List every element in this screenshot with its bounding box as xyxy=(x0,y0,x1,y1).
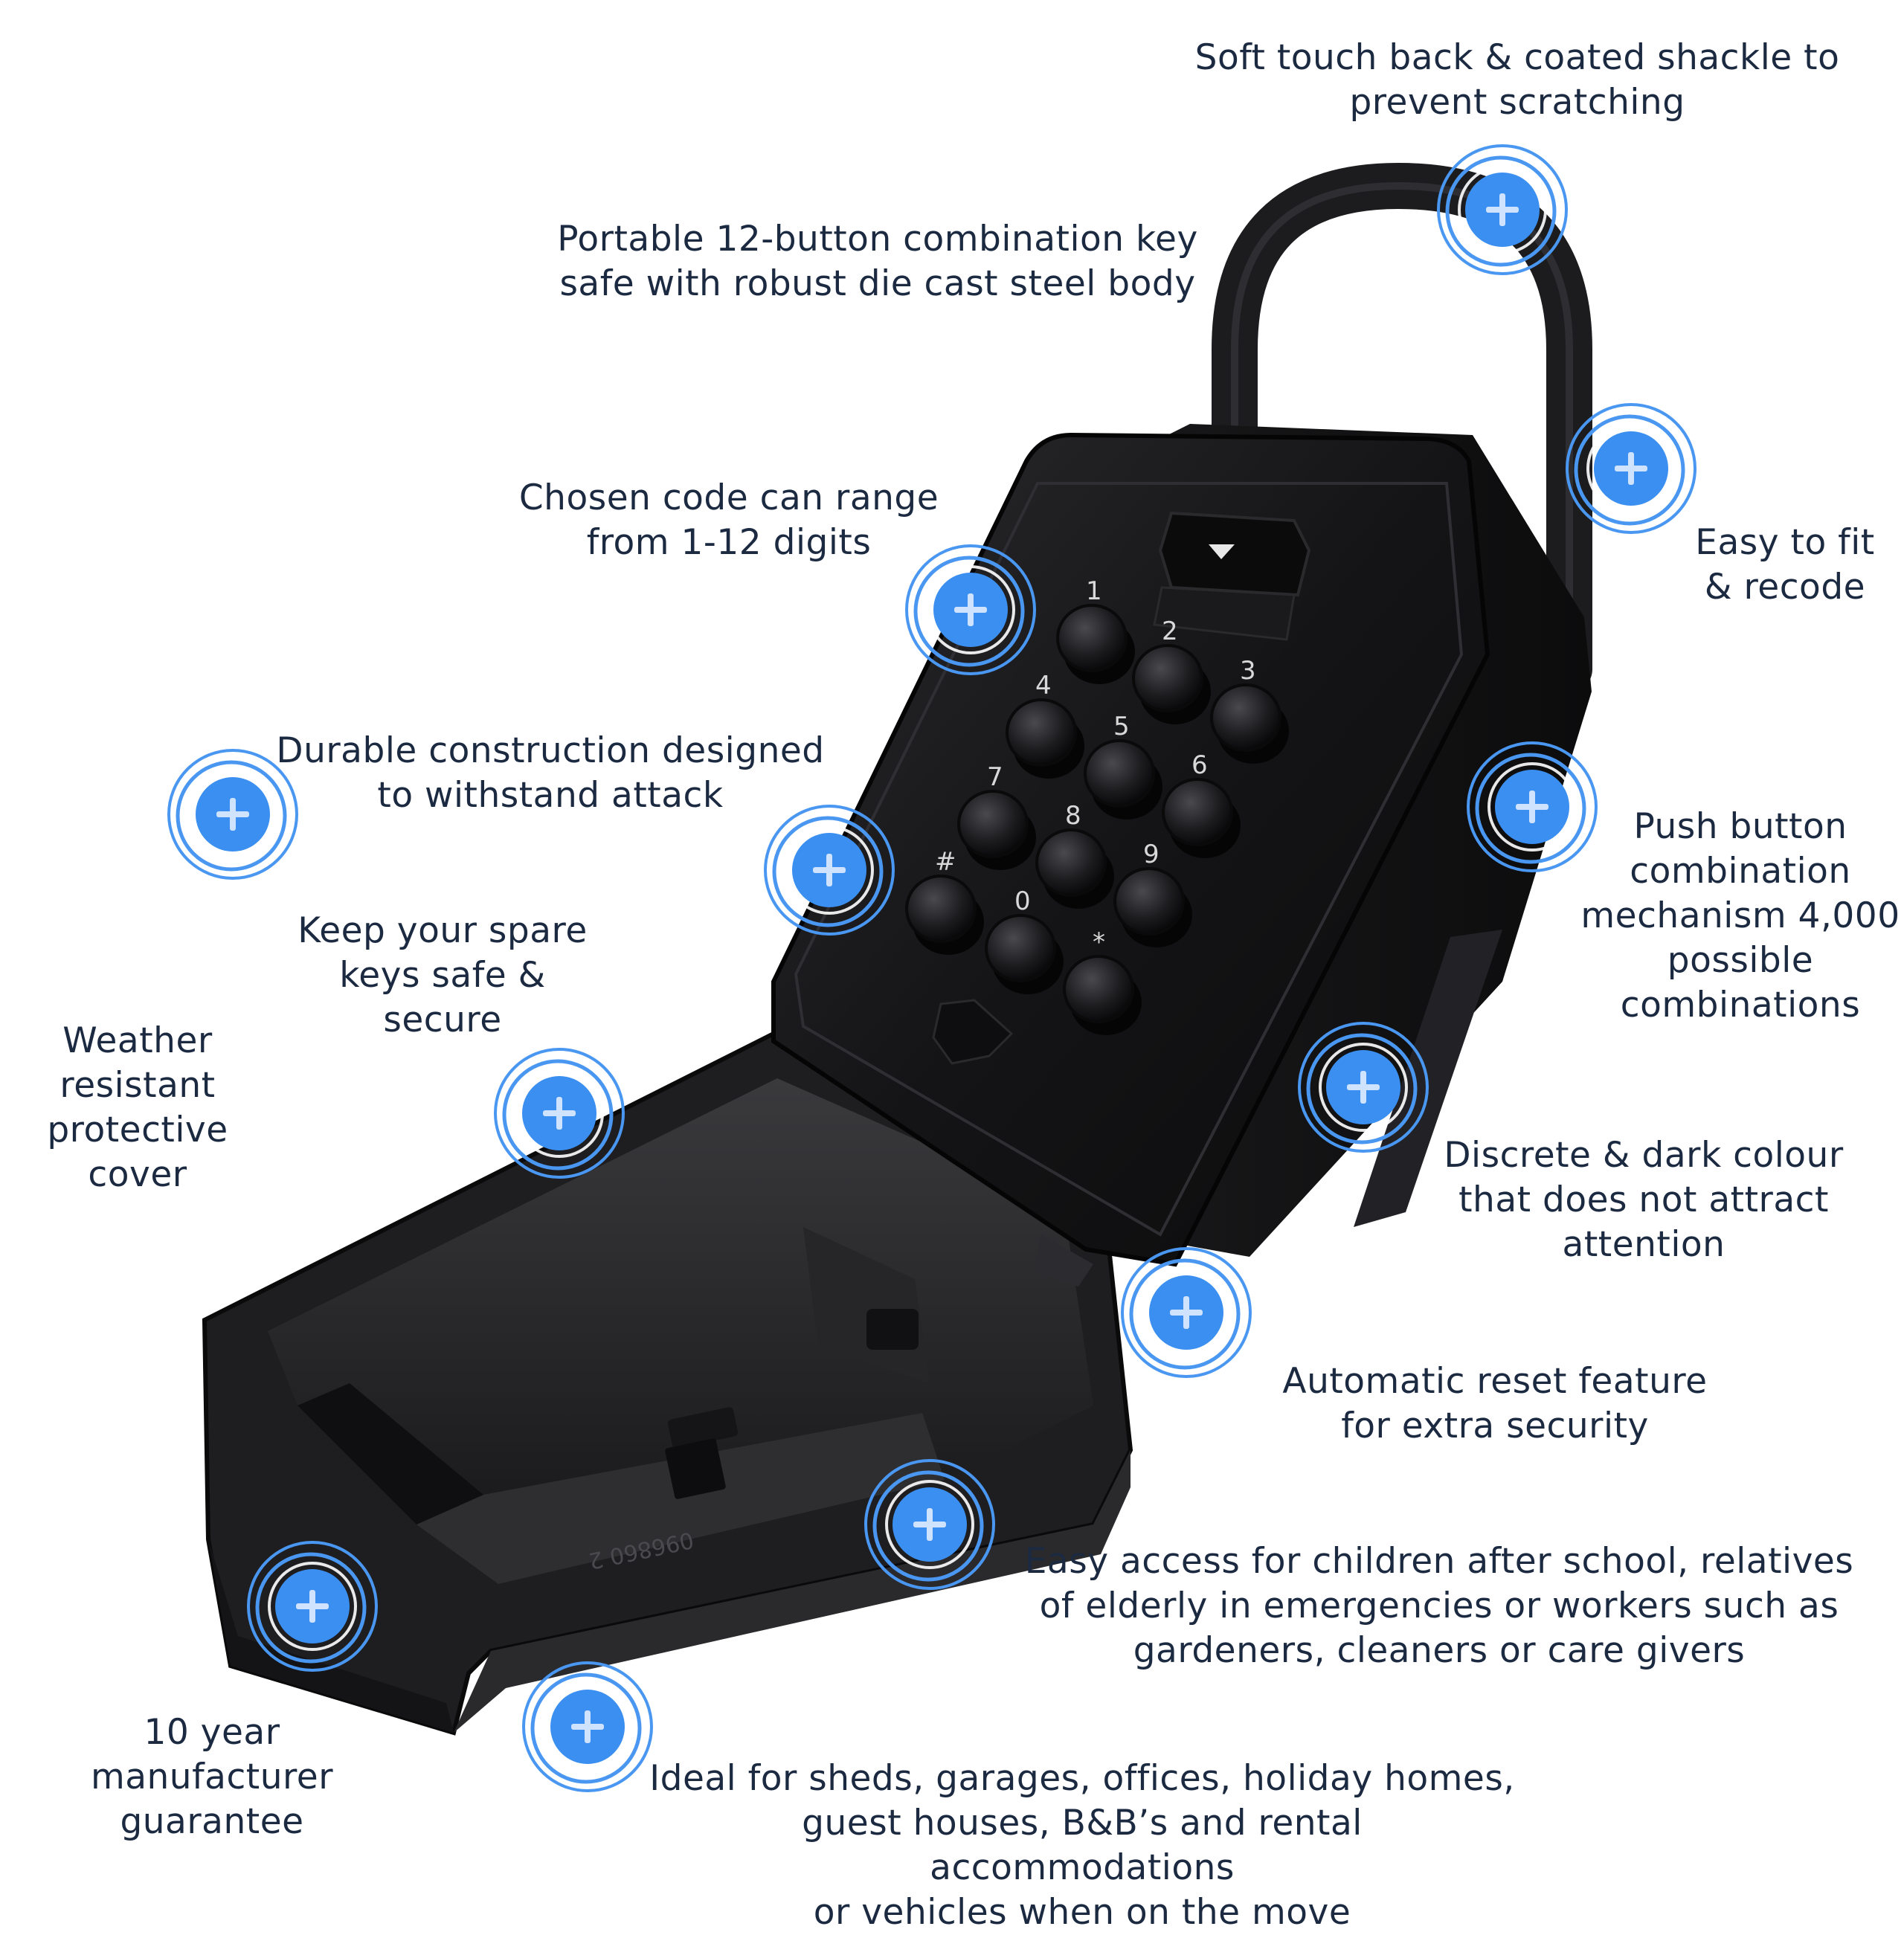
keypad-key-label: 9 xyxy=(1143,840,1160,869)
label-durable: Durable construction designed to withsta… xyxy=(276,730,825,816)
triangle-arrow-icon xyxy=(1209,544,1235,559)
label-spare-keys: Keep your spare keys safe & secure xyxy=(298,910,588,1040)
label-easy-access: Easy access for children after school, r… xyxy=(1024,1541,1854,1671)
label-guarantee: 10 year manufacturer guarantee xyxy=(90,1712,334,1842)
plus-circle-icon xyxy=(522,1661,653,1792)
label-discrete: Discrete & dark colour that does not att… xyxy=(1444,1135,1844,1265)
keypad-key-star[interactable]: * xyxy=(1063,927,1142,1035)
plus-circle-icon xyxy=(905,544,1036,675)
hotspot-ideal-for[interactable] xyxy=(521,1660,654,1794)
plus-circle-icon xyxy=(167,749,298,880)
keypad-key-5[interactable]: 5 xyxy=(1084,712,1162,820)
keypad-key-label: 3 xyxy=(1240,656,1256,686)
plus-circle-icon xyxy=(1437,144,1568,275)
hotspot-push-button[interactable] xyxy=(1465,740,1599,874)
plus-circle-icon xyxy=(247,1541,378,1672)
label-push-button: Push button combination mechanism 4,000 … xyxy=(1580,806,1900,1026)
keypad-key-8[interactable]: 8 xyxy=(1035,801,1114,909)
tray-clip xyxy=(866,1309,919,1350)
hotspot-discrete[interactable] xyxy=(1296,1020,1430,1154)
keypad-key-hash[interactable]: # xyxy=(905,847,984,955)
keypad-key-2[interactable]: 2 xyxy=(1132,616,1211,724)
hotspot-weather[interactable] xyxy=(166,747,300,881)
keypad-key-4[interactable]: 4 xyxy=(1006,671,1084,779)
label-weather: Weather resistant protective cover xyxy=(47,1020,228,1195)
plus-circle-icon xyxy=(864,1459,995,1590)
plus-circle-icon xyxy=(1298,1022,1429,1153)
keypad-key-label: 8 xyxy=(1065,801,1081,831)
hotspot-easy-access[interactable] xyxy=(863,1458,997,1591)
keypad-key-label: 1 xyxy=(1086,576,1102,606)
plus-circle-icon xyxy=(1467,741,1598,872)
keypad-key-label: 6 xyxy=(1191,750,1208,780)
label-soft-touch: Soft touch back & coated shackle to prev… xyxy=(1194,37,1840,123)
keypad-key-label: 5 xyxy=(1113,712,1130,741)
keypad-key-1[interactable]: 1 xyxy=(1056,576,1135,684)
hotspot-soft-touch[interactable] xyxy=(1435,143,1569,277)
keypad-key-0[interactable]: 0 xyxy=(985,886,1064,994)
keypad-key-label: * xyxy=(1093,927,1105,957)
keypad-key-label: 0 xyxy=(1014,886,1031,916)
label-easy-fit: Easy to fit & recode xyxy=(1695,522,1875,608)
keypad-key-3[interactable]: 3 xyxy=(1210,656,1289,764)
hotspot-code-range[interactable] xyxy=(904,543,1038,677)
hotspot-guarantee[interactable] xyxy=(245,1539,379,1673)
release-slider xyxy=(1158,511,1311,597)
hotspot-spare-keys[interactable] xyxy=(492,1046,626,1180)
label-code-range: Chosen code can range from 1-12 digits xyxy=(518,477,939,563)
label-auto-reset: Automatic reset feature for extra securi… xyxy=(1282,1361,1708,1446)
keypad: 1 2 3 4 5 6 7 8 9 #0 * xyxy=(905,576,1289,1035)
keypad-key-9[interactable]: 9 xyxy=(1113,840,1192,947)
keypad-key-label: # xyxy=(935,847,956,877)
hotspot-durable[interactable] xyxy=(762,803,896,937)
hotspot-auto-reset[interactable] xyxy=(1119,1246,1253,1379)
hotspot-easy-fit[interactable] xyxy=(1564,402,1698,535)
label-ideal-for: Ideal for sheds, garages, offices, holid… xyxy=(649,1758,1515,1933)
keypad-key-label: 7 xyxy=(987,762,1003,792)
keypad-key-label: 2 xyxy=(1162,616,1178,646)
label-portable: Portable 12-button combination key safe … xyxy=(557,219,1198,304)
plus-circle-icon xyxy=(1566,403,1696,534)
plus-circle-icon xyxy=(1121,1247,1252,1378)
keypad-key-label: 4 xyxy=(1035,671,1052,701)
keypad-key-7[interactable]: 7 xyxy=(957,762,1036,870)
keypad-key-6[interactable]: 6 xyxy=(1162,750,1241,858)
plus-circle-icon xyxy=(494,1048,625,1179)
plus-circle-icon xyxy=(764,805,895,936)
